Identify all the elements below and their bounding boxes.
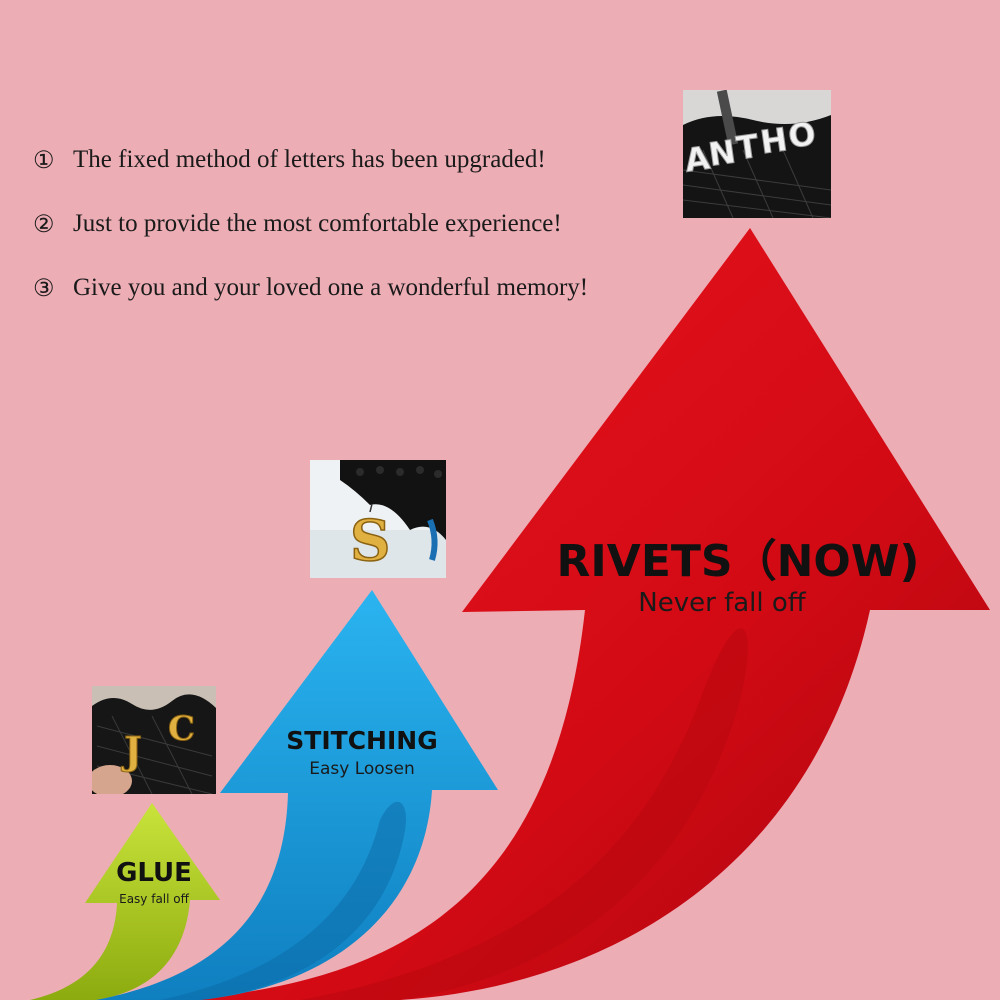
feature-list: ① The fixed method of letters has been u… <box>33 128 588 320</box>
feature-number: ① <box>33 147 55 174</box>
rivets-photo-letter-a: A <box>683 139 712 180</box>
feature-number: ③ <box>33 275 55 302</box>
glue-subtitle: Easy fall off <box>119 892 189 906</box>
glue-title: GLUE <box>116 858 192 888</box>
rivets-arrow-shade <box>300 628 748 1000</box>
stitching-arrow-shade <box>160 801 406 1000</box>
stitching-product-photo: S <box>310 460 446 578</box>
glue-arrow <box>30 803 220 1000</box>
rivets-title: RIVETS（NOW) <box>556 536 920 587</box>
rivets-subtitle: Never fall off <box>638 588 806 618</box>
stitching-photo-letter-s: S <box>350 508 390 574</box>
stitching-subtitle: Easy Loosen <box>309 759 415 779</box>
glue-photo-letter-c: C <box>168 709 195 749</box>
rivets-photo-letter-o: O <box>786 114 818 155</box>
feature-text: Just to provide the most comfortable exp… <box>73 210 562 237</box>
glue-photo-letter-j: J <box>121 728 142 773</box>
feature-item-2: ② Just to provide the most comfortable e… <box>33 192 588 256</box>
feature-text: Give you and your loved one a wonderful … <box>73 274 589 301</box>
glue-product-photo: J C <box>92 686 216 794</box>
feature-item-1: ① The fixed method of letters has been u… <box>33 128 588 192</box>
rivets-product-photo: A N T H O <box>683 90 831 218</box>
rivets-arrow <box>170 228 990 1000</box>
feature-text: The fixed method of letters has been upg… <box>73 146 546 173</box>
feature-item-3: ③ Give you and your loved one a wonderfu… <box>33 256 588 320</box>
feature-number: ② <box>33 211 55 238</box>
rivets-photo-letter-h: H <box>758 120 790 161</box>
stitching-title: STITCHING <box>286 726 438 755</box>
stitching-arrow <box>95 590 498 1000</box>
rivets-photo-letter-n: N <box>706 132 738 173</box>
